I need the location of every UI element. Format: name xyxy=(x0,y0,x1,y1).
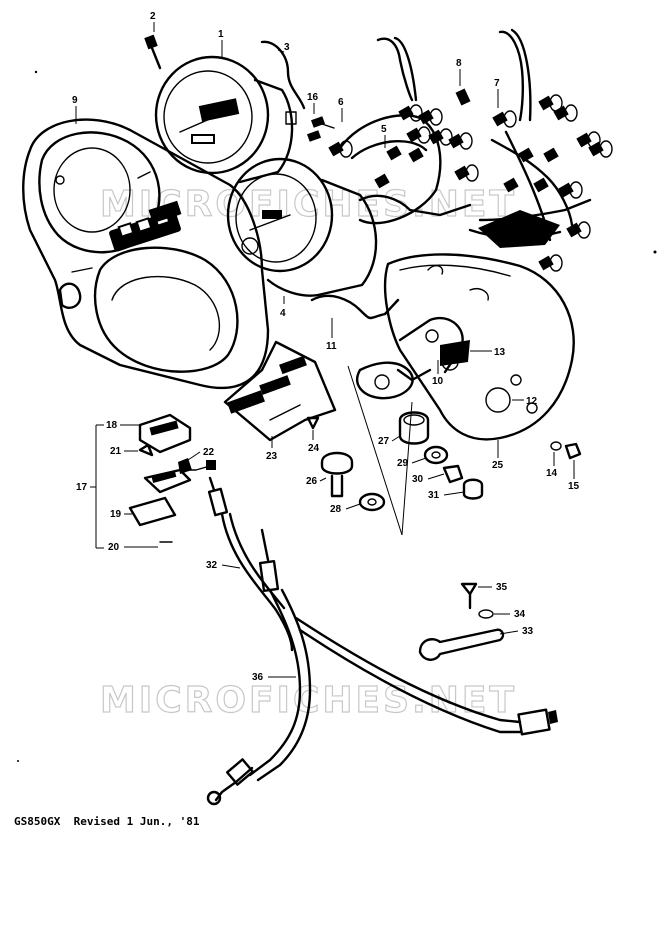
small-parts-6-16-drawing xyxy=(306,116,335,142)
part-label-31: 31 xyxy=(428,490,440,501)
part-label-3: 3 xyxy=(284,42,290,53)
part-label-33: 33 xyxy=(522,626,534,637)
part-label-20: 20 xyxy=(108,542,120,553)
part-label-17: 17 xyxy=(76,482,88,493)
part-label-21: 21 xyxy=(110,446,122,457)
part-label-15: 15 xyxy=(568,481,580,492)
part-label-16: 16 xyxy=(307,92,319,103)
wiring-harness-drawing xyxy=(328,28,613,272)
part-label-27: 27 xyxy=(378,436,390,447)
speedometer-drawing xyxy=(226,157,378,297)
washer-nut-14-15-drawing xyxy=(550,441,582,460)
part-label-32: 32 xyxy=(206,560,218,571)
part-label-11: 11 xyxy=(326,341,337,352)
part-label-13: 13 xyxy=(494,347,506,358)
bulb-2-drawing xyxy=(144,34,162,70)
part-label-24: 24 xyxy=(308,443,320,454)
part-label-36: 36 xyxy=(252,672,264,683)
part-label-23: 23 xyxy=(266,451,278,462)
bulb-8-drawing xyxy=(455,88,471,106)
meter-bracket-drawing xyxy=(310,253,575,441)
part-label-2: 2 xyxy=(150,11,156,22)
part-label-25: 25 xyxy=(492,460,504,471)
part-label-12: 12 xyxy=(526,396,538,407)
cables-drawing xyxy=(206,476,558,806)
cable-3-drawing xyxy=(260,40,306,110)
part-label-18: 18 xyxy=(106,420,118,431)
part-label-34: 34 xyxy=(514,609,526,620)
revision-date: Revised 1 Jun., '81 xyxy=(73,815,200,828)
part-label-26: 26 xyxy=(306,476,318,487)
part-label-9: 9 xyxy=(72,95,78,106)
part-label-5: 5 xyxy=(381,124,387,135)
part-label-35: 35 xyxy=(496,582,508,593)
part-label-4: 4 xyxy=(280,308,286,319)
meter-housing-drawing xyxy=(22,118,270,390)
part-label-22: 22 xyxy=(203,447,215,458)
stray-mark xyxy=(34,70,38,74)
stray-mark xyxy=(17,760,19,762)
part-label-7: 7 xyxy=(494,78,500,89)
indicator-panel-drawing xyxy=(223,340,337,442)
part-label-19: 19 xyxy=(110,509,122,520)
part-label-10: 10 xyxy=(432,376,444,387)
part-labels: 2 1 3 9 8 7 16 6 5 4 11 13 10 12 18 21 2… xyxy=(72,11,580,683)
part-label-29: 29 xyxy=(397,458,409,469)
part-label-30: 30 xyxy=(412,474,424,485)
screw-24-drawing xyxy=(306,416,320,430)
tachometer-drawing xyxy=(154,55,297,184)
fasteners-drawing xyxy=(320,411,484,512)
socket-group-drawing xyxy=(128,413,216,543)
stray-mark xyxy=(653,250,657,254)
part-label-1: 1 xyxy=(218,29,224,40)
part-label-14: 14 xyxy=(546,468,558,479)
model-code: GS850GX xyxy=(14,815,61,828)
footer-caption: GS850GX Revised 1 Jun., '81 xyxy=(14,815,199,828)
part-label-8: 8 xyxy=(456,58,462,69)
part-label-6: 6 xyxy=(338,97,344,108)
clamp-33-35-drawing xyxy=(418,582,505,661)
part-label-28: 28 xyxy=(330,504,342,515)
